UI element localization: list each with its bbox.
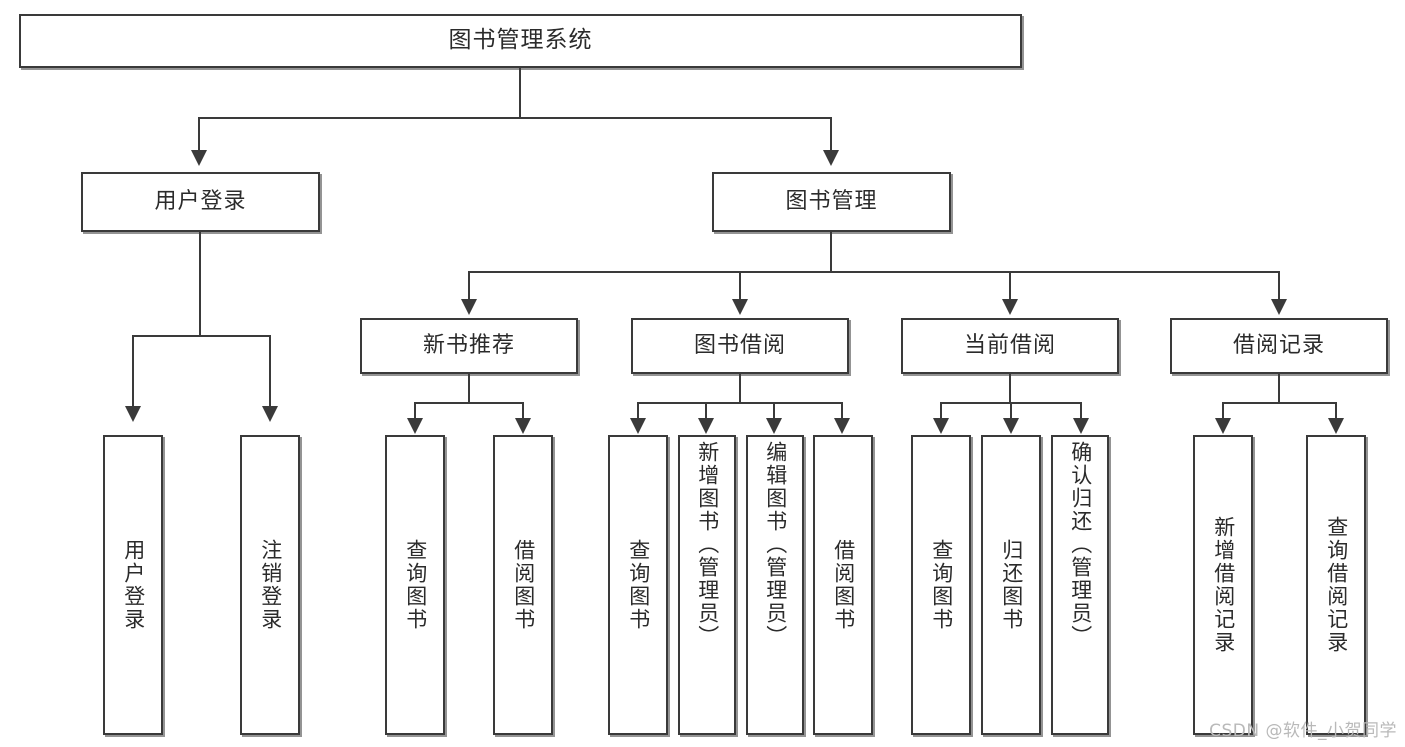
connector-new-book-bus [414,402,524,404]
leaf-book-borrow-borrow[interactable]: 借阅图书 [813,435,873,735]
arrowhead-bm-to-book-borrow [732,299,748,315]
leaf-new-book-borrow[interactable]: 借阅图书 [493,435,553,735]
connector-current-borrow-leaf-1 [940,402,942,420]
leaf-current-borrow-return[interactable]: 归还图书 [981,435,1041,735]
connector-current-borrow-leaf-2 [1010,402,1012,420]
node-borrow-records[interactable]: 借阅记录 [1170,318,1388,374]
arrowhead-new-book-leaf-1 [407,418,423,434]
arrowhead-root-to-book-management [823,150,839,166]
leaf-borrow-records-add[interactable]: 新增借阅记录 [1193,435,1253,735]
arrowhead-borrow-records-leaf-2 [1328,418,1344,434]
connector-bm-to-book-borrow [739,271,741,301]
connector-root-stem [519,68,521,117]
node-root-book-management-system[interactable]: 图书管理系统 [19,14,1022,68]
connector-bm-to-borrow-records [1278,271,1280,301]
arrowhead-user-login-leaf-1 [125,406,141,422]
connector-borrow-records-stem [1278,374,1280,402]
node-book-management[interactable]: 图书管理 [712,172,951,232]
leaf-current-borrow-confirm-label: 确认归还（管理员） [1068,441,1093,648]
leaf-book-borrow-borrow-label: 借阅图书 [831,539,856,631]
leaf-book-borrow-edit-label: 编辑图书（管理员） [763,441,788,648]
arrowhead-current-borrow-leaf-2 [1003,418,1019,434]
connector-current-borrow-stem [1009,374,1011,402]
connector-user-login-stem [199,232,201,335]
arrowhead-book-borrow-leaf-4 [834,418,850,434]
node-book-borrow-label: 图书借阅 [693,332,786,358]
connector-book-borrow-leaf-3 [773,402,775,420]
connector-book-management-bus [468,271,1280,273]
leaf-current-borrow-query[interactable]: 查询图书 [911,435,971,735]
arrowhead-borrow-records-leaf-1 [1215,418,1231,434]
connector-root-to-user-login [198,117,200,152]
arrowhead-book-borrow-leaf-1 [630,418,646,434]
arrowhead-root-to-user-login [191,150,207,166]
leaf-borrow-records-add-label: 新增借阅记录 [1211,516,1236,654]
leaf-user-login-logout-label: 注销登录 [258,539,283,631]
connector-user-login-bus [132,335,269,337]
connector-book-management-stem [830,232,832,271]
leaf-new-book-borrow-label: 借阅图书 [511,539,536,631]
node-current-borrow[interactable]: 当前借阅 [901,318,1119,374]
arrowhead-book-borrow-leaf-3 [766,418,782,434]
connector-root-bus [198,117,832,119]
arrowhead-book-borrow-leaf-2 [698,418,714,434]
arrowhead-current-borrow-leaf-1 [933,418,949,434]
leaf-current-borrow-query-label: 查询图书 [929,539,954,631]
arrowhead-user-login-leaf-2 [262,406,278,422]
leaf-book-borrow-add-label: 新增图书（管理员） [695,441,720,648]
arrowhead-new-book-leaf-2 [515,418,531,434]
connector-borrow-records-bus [1222,402,1337,404]
leaf-book-borrow-query-label: 查询图书 [626,539,651,631]
connector-book-borrow-leaf-1 [637,402,639,420]
connector-book-borrow-leaf-2 [705,402,707,420]
connector-borrow-records-leaf-2 [1335,402,1337,420]
arrowhead-bm-to-borrow-records [1271,299,1287,315]
connector-new-book-leaf-2 [522,402,524,420]
node-borrow-records-label: 借阅记录 [1232,332,1325,358]
connector-root-to-book-management [830,117,832,152]
leaf-borrow-records-query[interactable]: 查询借阅记录 [1306,435,1366,735]
leaf-new-book-query[interactable]: 查询图书 [385,435,445,735]
connector-book-borrow-bus [637,402,843,404]
connector-user-login-leaf-1 [132,335,134,408]
connector-user-login-leaf-2 [269,335,271,408]
csdn-watermark: CSDN @软件_小贺同学 [1209,721,1397,741]
leaf-new-book-query-label: 查询图书 [403,539,428,631]
node-new-book-recommend-label: 新书推荐 [422,332,515,358]
node-root-label: 图书管理系统 [448,27,593,54]
arrowhead-current-borrow-leaf-3 [1073,418,1089,434]
node-user-login-label: 用户登录 [154,188,247,214]
connector-book-borrow-leaf-4 [841,402,843,420]
leaf-user-login-login[interactable]: 用户登录 [103,435,163,735]
arrowhead-bm-to-current-borrow [1002,299,1018,315]
arrowhead-bm-to-new-book [461,299,477,315]
node-book-management-label: 图书管理 [785,188,878,214]
node-book-borrow[interactable]: 图书借阅 [631,318,849,374]
node-current-borrow-label: 当前借阅 [963,332,1056,358]
leaf-user-login-logout[interactable]: 注销登录 [240,435,300,735]
connector-new-book-stem [468,374,470,402]
connector-bm-to-current-borrow [1009,271,1011,301]
leaf-user-login-login-label: 用户登录 [121,539,146,631]
connector-current-borrow-leaf-3 [1080,402,1082,420]
node-new-book-recommend[interactable]: 新书推荐 [360,318,578,374]
connector-new-book-leaf-1 [414,402,416,420]
leaf-borrow-records-query-label: 查询借阅记录 [1324,516,1349,654]
leaf-current-borrow-confirm[interactable]: 确认归还（管理员） [1051,435,1109,735]
connector-borrow-records-leaf-1 [1222,402,1224,420]
leaf-book-borrow-edit[interactable]: 编辑图书（管理员） [746,435,804,735]
leaf-book-borrow-add[interactable]: 新增图书（管理员） [678,435,736,735]
connector-book-borrow-stem [739,374,741,402]
connector-bm-to-new-book [468,271,470,301]
leaf-current-borrow-return-label: 归还图书 [999,539,1024,631]
leaf-book-borrow-query[interactable]: 查询图书 [608,435,668,735]
node-user-login[interactable]: 用户登录 [81,172,320,232]
